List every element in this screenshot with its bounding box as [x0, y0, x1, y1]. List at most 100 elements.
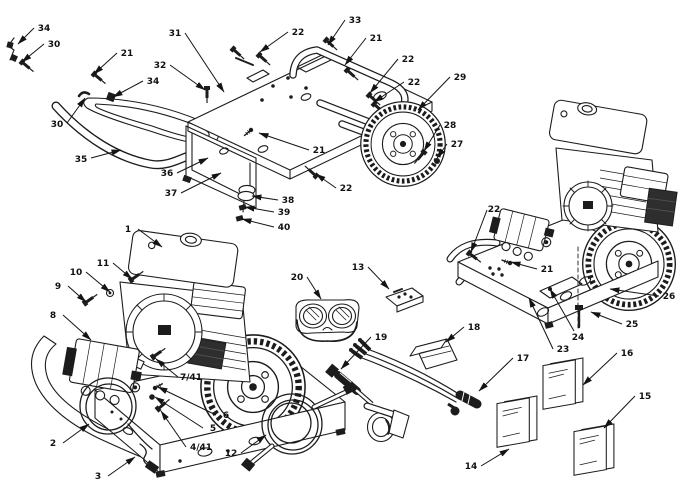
wheel-part: [361, 102, 445, 186]
callout-21: 21: [370, 34, 383, 44]
callout-21: 21: [313, 146, 326, 156]
callout-11: 11: [97, 259, 110, 269]
fuel-tank-part: [548, 99, 648, 155]
leader-line-21: [510, 261, 538, 270]
leader-line-2: [62, 423, 90, 444]
leader-line-13: [367, 266, 390, 290]
clip-part: [10, 54, 18, 62]
pump-part: [489, 208, 555, 261]
bolt-part: [202, 84, 212, 105]
manual-booklet: [573, 423, 615, 476]
leader-line-1: [137, 228, 163, 248]
callout-19: 19: [375, 333, 388, 343]
nozzle-kit-illustration: [385, 287, 424, 313]
callout-39: 39: [278, 208, 291, 218]
leader-line-6: [157, 386, 217, 416]
callout-17: 17: [517, 354, 530, 364]
callout-6: 6: [223, 411, 229, 421]
nut-part: [235, 215, 244, 222]
manual-booklet: [496, 395, 538, 448]
callout-16: 16: [621, 349, 634, 359]
pump-part: [62, 338, 142, 406]
bolt-part: [575, 305, 583, 310]
callout-40: 40: [278, 223, 291, 233]
callout-23: 23: [557, 345, 570, 355]
leader-line-21: [344, 37, 367, 66]
leader-line-23: [528, 297, 554, 350]
callout-24: 24: [572, 333, 585, 343]
callout-21: 21: [541, 265, 554, 275]
callout-22: 22: [488, 205, 501, 215]
callout-1: 1: [125, 225, 131, 235]
leader-line-30: [21, 43, 45, 63]
air-cleaner-part: [190, 280, 246, 320]
manual-booklet: [542, 357, 584, 410]
callout-7/41: 7/41: [180, 373, 202, 383]
cord-plug-part: [144, 460, 160, 474]
callout-34: 34: [147, 77, 160, 87]
clip-part: [6, 41, 14, 49]
callout-31: 31: [169, 29, 182, 39]
callout-28: 28: [444, 121, 457, 131]
muffler-part: [644, 187, 678, 227]
leader-line-31: [184, 32, 225, 93]
leader-line-4/41: [160, 410, 187, 448]
handlebar-illustration: [6, 37, 220, 170]
leader-line-20: [306, 276, 322, 300]
callout-22: 22: [402, 55, 415, 65]
callout-32: 32: [154, 61, 167, 71]
leader-line-25: [590, 311, 623, 325]
leader-line-33: [327, 19, 346, 46]
assembled-washer-left-illustration: [30, 230, 346, 478]
leader-line-9: [67, 285, 87, 303]
leader-line-21: [93, 52, 118, 75]
leader-line-29: [417, 76, 451, 111]
leader-line-28: [423, 124, 441, 152]
callout-30: 30: [48, 40, 61, 50]
leader-line-19: [340, 336, 372, 370]
safety-goggles-illustration: [295, 299, 360, 342]
callout-2: 2: [50, 439, 56, 449]
leader-line-15: [603, 395, 636, 429]
fuel-tank-part: [127, 230, 239, 288]
callout-13: 13: [352, 263, 365, 273]
leader-line-35: [90, 149, 122, 159]
callout-22: 22: [292, 28, 305, 38]
callout-26: 26: [663, 292, 676, 302]
callout-14: 14: [465, 462, 478, 472]
leader-line-34: [17, 27, 35, 45]
leader-line-32: [169, 64, 206, 91]
leader-line-17: [478, 357, 514, 392]
callout-22: 22: [340, 184, 353, 194]
leader-line-10: [85, 271, 111, 293]
bolt-part: [254, 49, 274, 69]
callout-4/41: 4/41: [190, 443, 212, 453]
nozzle-lance-illustration: [349, 338, 482, 416]
callout-33: 33: [349, 16, 362, 26]
callout-5: 5: [210, 424, 216, 434]
leader-line-11: [112, 262, 133, 280]
callout-22: 22: [408, 78, 421, 88]
leader-line-7/41: [155, 358, 179, 378]
leader-line-12: [240, 434, 267, 454]
leader-line-39: [244, 205, 275, 213]
leader-line-22: [373, 81, 405, 103]
callout-12: 12: [225, 449, 238, 459]
callout-21: 21: [121, 49, 134, 59]
callout-38: 38: [282, 196, 295, 206]
leader-line-22: [369, 58, 399, 94]
callout-25: 25: [626, 320, 639, 330]
leader-line-18: [445, 326, 465, 343]
callout-34: 34: [38, 24, 51, 34]
callout-9: 9: [55, 282, 61, 292]
leader-line-34: [112, 80, 144, 98]
callout-37: 37: [165, 189, 178, 199]
callout-30: 30: [51, 120, 64, 130]
leader-line-40: [241, 218, 275, 228]
leader-line-27: [436, 143, 448, 159]
leader-line-14: [480, 448, 510, 467]
callout-29: 29: [454, 73, 467, 83]
